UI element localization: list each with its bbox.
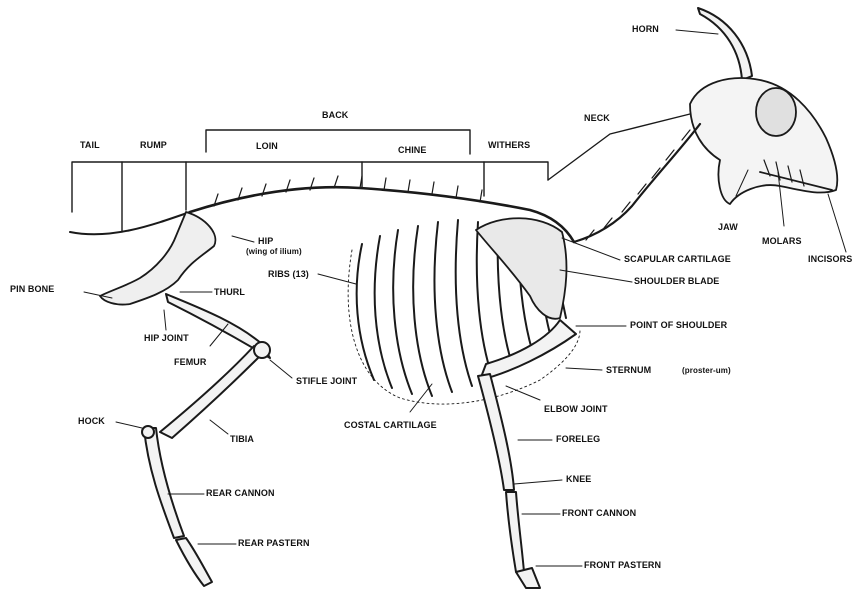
label-point-of-shoulder: POINT OF SHOULDER (630, 320, 727, 330)
label-hip-joint: HIP JOINT (144, 333, 189, 343)
label-hip: HIP (258, 236, 273, 246)
label-costal-cartilage: COSTAL CARTILAGE (344, 420, 437, 430)
foreleg-bones (478, 320, 576, 588)
label-front-cannon: FRONT CANNON (562, 508, 636, 518)
neck-vertebrae (574, 124, 700, 242)
label-front-pastern: FRONT PASTERN (584, 560, 661, 570)
label-scapular-cartilage: SCAPULAR CARTILAGE (624, 254, 731, 264)
label-foreleg: FORELEG (556, 434, 600, 444)
label-back: BACK (322, 110, 348, 120)
shoulder-blade (476, 218, 566, 319)
label-incisors: INCISORS (808, 254, 852, 264)
label-sternum: STERNUM (606, 365, 651, 375)
horn (698, 8, 752, 80)
label-hip-sub: (wing of ilium) (246, 247, 302, 256)
label-molars: MOLARS (762, 236, 802, 246)
label-withers: WITHERS (488, 140, 530, 150)
label-thurl: THURL (214, 287, 245, 297)
label-stifle-joint: STIFLE JOINT (296, 376, 357, 386)
label-jaw: JAW (718, 222, 738, 232)
label-shoulder-blade: SHOULDER BLADE (634, 276, 719, 286)
label-neck: NECK (584, 113, 610, 123)
label-tibia: TIBIA (230, 434, 254, 444)
label-loin: LOIN (256, 141, 278, 151)
label-ribs: RIBS (13) (268, 269, 309, 279)
label-tail: TAIL (80, 140, 100, 150)
label-hock: HOCK (78, 416, 105, 426)
label-sternum-sub: (proster-um) (682, 366, 731, 375)
region-brackets (72, 114, 690, 232)
label-femur: FEMUR (174, 357, 207, 367)
label-elbow-joint: ELBOW JOINT (544, 404, 608, 414)
label-pin-bone: PIN BONE (10, 284, 54, 294)
label-knee: KNEE (566, 474, 591, 484)
label-chine: CHINE (398, 145, 427, 155)
label-rear-pastern: REAR PASTERN (238, 538, 310, 548)
label-rump: RUMP (140, 140, 167, 150)
pelvis (100, 212, 215, 305)
label-rear-cannon: REAR CANNON (206, 488, 275, 498)
label-horn: HORN (632, 24, 659, 34)
tail-bones (70, 212, 190, 234)
skull (690, 78, 837, 204)
